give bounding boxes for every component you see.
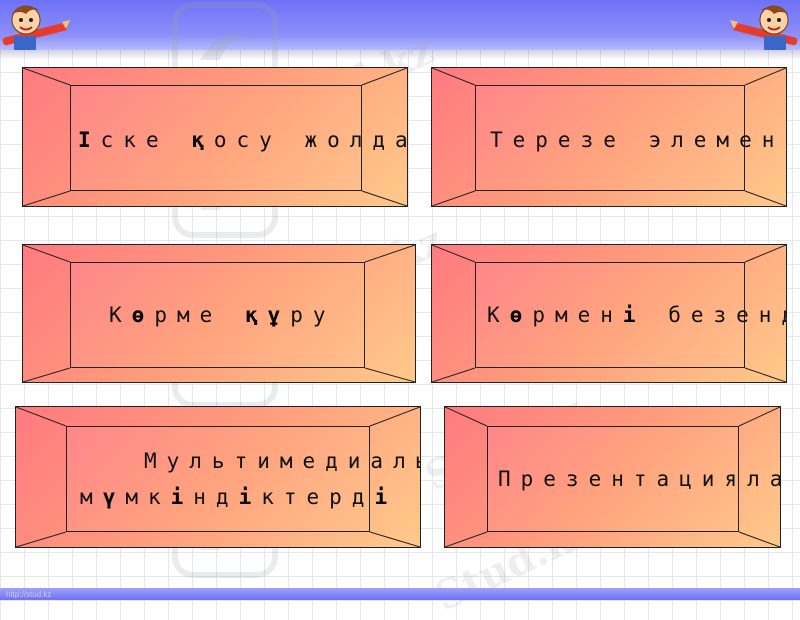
bevel-line [361,190,407,206]
card-label-line2: мүмкіндіктерді қолдану [80,485,421,509]
label-highlight: і [170,485,194,509]
bottom-band [0,588,800,600]
bevel-line [744,367,786,382]
bevel-line [432,190,476,206]
label-highlight: і [622,303,646,327]
card-bevel [432,245,786,382]
bevel-line [738,407,780,427]
bevel-line [432,245,476,263]
bevel-line [369,531,420,547]
card-label-line1: Мультимедиалық [144,449,420,473]
label-text: мк [125,485,171,509]
bevel-line [744,190,786,206]
card-label: Іске қосу жолдары [78,128,407,152]
label-text: Терезе элементтері [490,128,786,152]
label-text: рме [154,303,245,327]
card-iske-kosu[interactable]: Іске қосу жолдары [22,67,408,207]
cartoon-boy-pencil-icon [730,5,798,50]
card-bevel [432,68,786,206]
card-multimedia[interactable]: Мультимедиалық мүмкіндіктерді қолдану [15,406,421,548]
label-highlight: ө [131,303,155,327]
bevel-line [16,531,67,547]
card-bevel [23,68,407,206]
label-text: рмен [532,303,623,327]
label-text: ктерд [261,485,375,509]
bevel-line [738,531,780,547]
label-highlight: құ [244,303,291,327]
bevel-line [744,245,786,263]
cartoon-boy-pencil-icon [2,5,70,50]
label-text: ру [290,303,336,327]
card-label: Терезе элементтері [490,128,786,152]
bevel-line [361,68,407,86]
card-label: Презентациялар [498,467,780,491]
bevel-line [23,190,71,206]
bevel-line [23,245,71,263]
card-inner-panel [475,85,745,191]
card-label: Көрме құру [109,303,335,327]
bevel-line [369,407,420,427]
bevel-line [744,68,786,86]
label-text: безендіру [668,303,786,327]
label-text: м [80,485,103,509]
card-inner-panel [70,85,362,191]
label-highlight: қ [191,128,214,152]
card-prezentatsiya[interactable]: Презентациялар [444,406,781,548]
label-text: нд [193,485,239,509]
card-inner-panel [66,426,370,532]
card-bevel [16,407,420,547]
card-inner-panel [70,262,365,368]
label-text: Мультимедиалық [144,449,420,473]
label-highlight: І [78,128,101,152]
bevel-line [445,531,488,547]
card-bevel [445,407,780,547]
card-tereze-elementteri[interactable]: Терезе элементтері [431,67,787,207]
bevel-line [445,407,488,427]
bevel-line [364,245,415,263]
label-highlight: ү [102,485,126,509]
card-kormeni-bezendiru[interactable]: Көрмені безендіру [431,244,787,383]
bevel-line [364,367,415,382]
label-text: К [109,303,132,327]
label-highlight: і [238,485,262,509]
label-highlight: і [374,485,420,509]
label-text: К [487,303,510,327]
card-label: Көрмені безендіру [487,303,786,327]
label-highlight: ө [509,303,533,327]
card-bevel [23,245,415,382]
label-highlight: қ [420,485,421,509]
top-band [0,0,800,60]
card-inner-panel [475,262,745,368]
bevel-line [432,367,476,382]
bevel-line [23,367,71,382]
card-inner-panel [487,426,739,532]
label-text: ске [100,128,192,152]
bevel-line [432,68,476,86]
bevel-line [16,407,67,427]
footer-url: http://stud.kz [6,590,52,599]
bevel-line [23,68,71,86]
label-text: осу жолдары [213,128,407,152]
card-korme-kuru[interactable]: Көрме құру [22,244,416,383]
label-text: Презентациялар [498,467,780,491]
